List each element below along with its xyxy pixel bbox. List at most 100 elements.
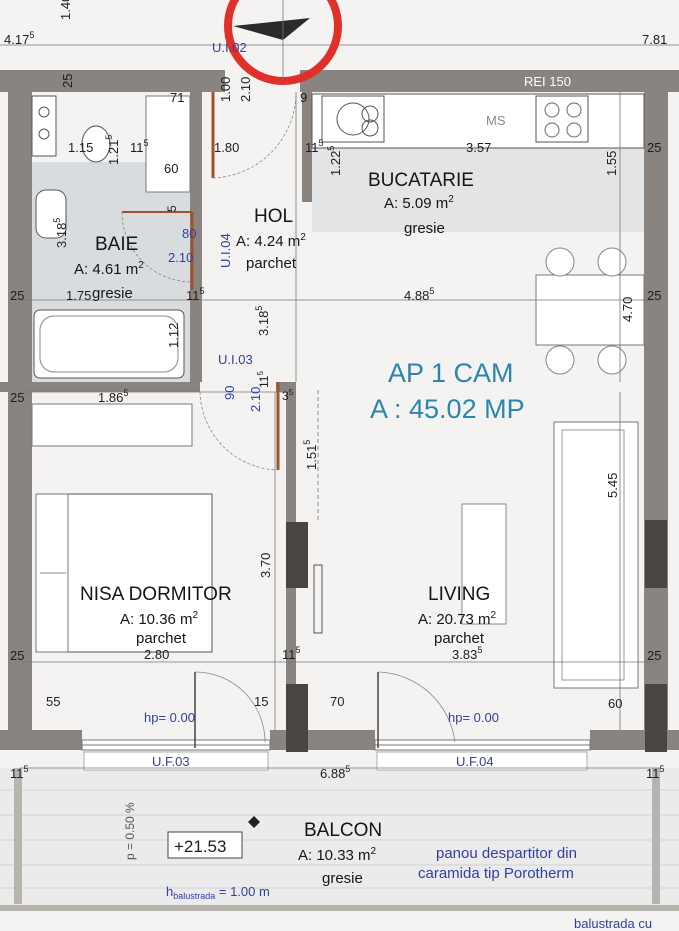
dim-470: 4.70 bbox=[620, 297, 635, 322]
dim-25-r3: 25 bbox=[647, 648, 661, 663]
dim-25-r1: 25 bbox=[647, 140, 661, 155]
label-uf04: U.F.04 bbox=[456, 754, 494, 769]
room-bucatarie-name: BUCATARIE bbox=[368, 170, 474, 191]
dim-25-r2: 25 bbox=[647, 288, 661, 303]
dim-11d: 115 bbox=[282, 645, 301, 662]
dim-5: 5 bbox=[165, 205, 179, 212]
label-elevation: +21.53 bbox=[174, 837, 226, 856]
room-balcon-material: gresie bbox=[322, 870, 363, 887]
room-nisa-material: parchet bbox=[136, 630, 187, 647]
dim-210-mid: 2.10 bbox=[168, 250, 193, 265]
label-ui02: U.I.02 bbox=[212, 40, 247, 55]
label-hp-left: hp= 0.00 bbox=[144, 710, 195, 725]
windows bbox=[81, 739, 591, 771]
bathroom-fixtures bbox=[31, 95, 191, 379]
dim-60: 60 bbox=[164, 161, 178, 176]
note-partition-2: caramida tip Porotherm bbox=[418, 865, 574, 882]
label-ui04: U.I.04 bbox=[218, 233, 233, 268]
dim-115b: 115 bbox=[256, 371, 271, 388]
dim-318b: 3.185 bbox=[254, 306, 271, 336]
living-furniture bbox=[313, 390, 639, 689]
elevation-box bbox=[167, 831, 243, 859]
note-partition-1: panou despartitor din bbox=[436, 845, 577, 862]
dim-25-top: 25 bbox=[60, 74, 75, 88]
dim-25-l: 25 bbox=[10, 288, 24, 303]
dim-25-l2: 25 bbox=[10, 390, 24, 405]
compass-icon bbox=[224, 0, 342, 85]
room-nisa-name: NISA DORMITOR bbox=[80, 584, 232, 605]
dim-top-left: 4.175 bbox=[4, 30, 34, 47]
room-hol-material: parchet bbox=[246, 255, 297, 272]
label-uf03: U.F.03 bbox=[152, 754, 190, 769]
room-balcon-name: BALCON bbox=[304, 820, 382, 841]
label-ui03: U.I.03 bbox=[218, 352, 253, 367]
kitchen-tile-area bbox=[312, 148, 644, 232]
dim-25-l3: 25 bbox=[10, 648, 24, 663]
label-ms: MS bbox=[486, 113, 506, 128]
dim-357: 3.57 bbox=[466, 140, 491, 155]
room-bucatarie-area: A: 5.09 m2 bbox=[384, 194, 454, 212]
dim-3835: 3.835 bbox=[452, 645, 482, 662]
room-hol-name: HOL bbox=[254, 206, 293, 227]
label-rei: REI 150 bbox=[524, 74, 571, 89]
dim-35: 35 bbox=[282, 388, 294, 403]
dim-210-low: 2.10 bbox=[248, 387, 263, 412]
balcony-floor bbox=[0, 768, 679, 908]
dim-55: 55 bbox=[46, 694, 60, 709]
dim-545: 5.45 bbox=[605, 473, 620, 498]
room-living-area: A: 20.73 m2 bbox=[418, 610, 497, 628]
dim-1755: 1.75 bbox=[66, 288, 91, 303]
dim-11c: 115 bbox=[186, 286, 205, 303]
dim-80: 80 bbox=[182, 226, 196, 241]
label-slope: p = 0.50 % bbox=[123, 802, 137, 860]
dim-100: 1.00 bbox=[218, 77, 233, 102]
apartment-area: A : 45.02 MP bbox=[370, 394, 525, 424]
dim-180: 1.80 bbox=[214, 140, 239, 155]
dim-60b: 60 bbox=[608, 696, 622, 711]
dim-318a: 3.185 bbox=[52, 218, 69, 248]
dim-90: 90 bbox=[222, 386, 237, 400]
dim-1865: 1.865 bbox=[98, 388, 128, 405]
dim-15: 15 bbox=[254, 694, 268, 709]
dim-115a: 1.15 bbox=[68, 140, 93, 155]
dim-112: 1.12 bbox=[166, 323, 181, 348]
dim-9: 9 bbox=[300, 90, 307, 105]
dim-11a: 115 bbox=[130, 138, 149, 155]
label-hp-right: hp= 0.00 bbox=[448, 710, 499, 725]
dim-top-right: 7.81 bbox=[642, 32, 667, 47]
label-balustrade-height: hbalustrada = 1.00 m bbox=[166, 884, 270, 901]
dim-1225: 1.225 bbox=[326, 146, 343, 176]
walls bbox=[0, 70, 679, 911]
dim-280: 2.80 bbox=[144, 647, 169, 662]
dim-210-top: 2.10 bbox=[238, 77, 253, 102]
dimension-lines bbox=[0, 44, 679, 769]
room-baie-material: gresie bbox=[92, 285, 133, 302]
room-baie-area: A: 4.61 m2 bbox=[74, 260, 144, 278]
dim-155: 1.55 bbox=[604, 151, 619, 176]
dim-6885: 6.885 bbox=[320, 764, 350, 781]
room-hol-area: A: 4.24 m2 bbox=[236, 232, 306, 250]
dim-1515: 1.515 bbox=[302, 440, 319, 470]
dim-11e: 115 bbox=[10, 764, 29, 781]
balcony-tile-lines bbox=[0, 789, 679, 889]
room-living-name: LIVING bbox=[428, 584, 490, 605]
dim-4885: 4.885 bbox=[404, 286, 434, 303]
dim-71: 71 bbox=[170, 90, 184, 105]
doors bbox=[121, 92, 456, 748]
dim-140: 1.40 bbox=[58, 0, 73, 20]
room-balcon-area: A: 10.33 m2 bbox=[298, 846, 377, 864]
dim-70: 70 bbox=[330, 694, 344, 709]
dim-370: 3.70 bbox=[258, 553, 273, 578]
room-nisa-area: A: 10.36 m2 bbox=[120, 610, 199, 628]
apartment-name: AP 1 CAM bbox=[388, 358, 514, 388]
label-balustrade-bottom: balustrada cu bbox=[574, 916, 652, 931]
dim-11b: 115 bbox=[305, 138, 324, 155]
dim-11f: 115 bbox=[646, 764, 665, 781]
kitchen-fixtures bbox=[311, 93, 645, 375]
elevation-marker-icon bbox=[248, 816, 260, 828]
room-baie-name: BAIE bbox=[95, 234, 138, 255]
dim-1215: 1.215 bbox=[104, 135, 121, 165]
bedroom-furniture bbox=[31, 403, 213, 653]
room-living-material: parchet bbox=[434, 630, 485, 647]
